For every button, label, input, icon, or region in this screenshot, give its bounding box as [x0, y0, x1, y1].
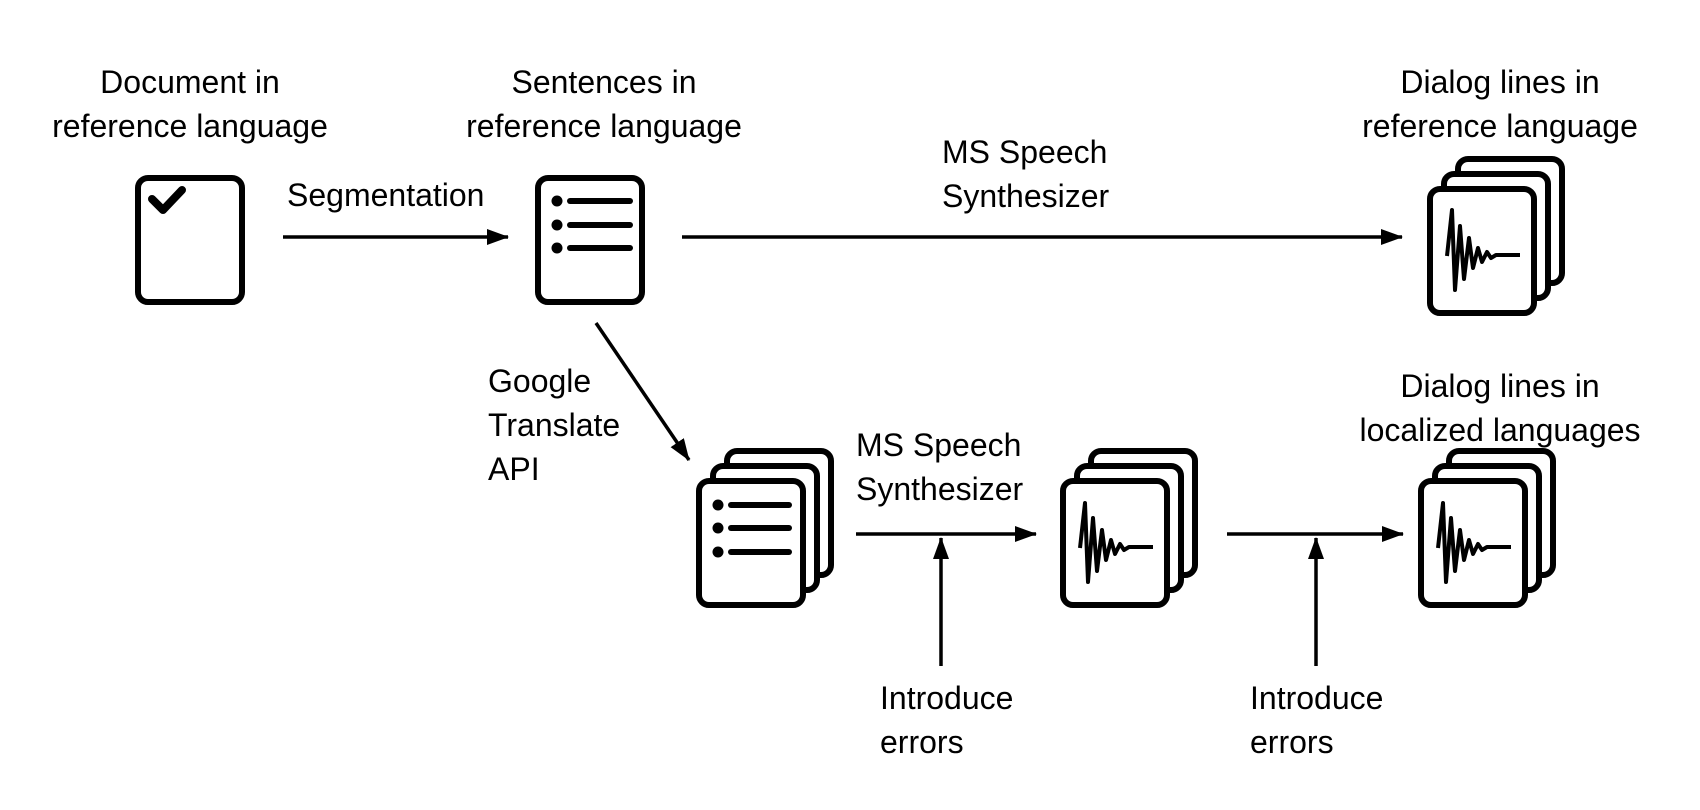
errors-label-1: Introduce errors — [880, 680, 1014, 760]
dialog-loc-label: Dialog lines in localized languages — [1359, 368, 1641, 448]
document-check-icon — [135, 175, 245, 305]
list-document-stack-icon — [696, 448, 834, 608]
dialog-ref-label: Dialog lines in reference language — [1362, 64, 1638, 144]
audio-waveform-stack-icon — [1418, 448, 1556, 608]
errors-label-2: Introduce errors — [1250, 680, 1384, 760]
sentences-label: Sentences in reference language — [466, 64, 742, 144]
audio-waveform-stack-icon — [1427, 156, 1565, 316]
audio-waveform-stack-icon — [1060, 448, 1198, 608]
segmentation-label: Segmentation — [287, 177, 485, 213]
list-document-icon — [535, 175, 645, 305]
arrow-translate — [594, 322, 691, 461]
synth-ref-label: MS Speech Synthesizer — [942, 134, 1110, 214]
document-label: Document in reference language — [52, 64, 328, 144]
synth-loc-label: MS Speech Synthesizer — [856, 427, 1024, 507]
translate-label: Google Translate API — [488, 363, 621, 487]
